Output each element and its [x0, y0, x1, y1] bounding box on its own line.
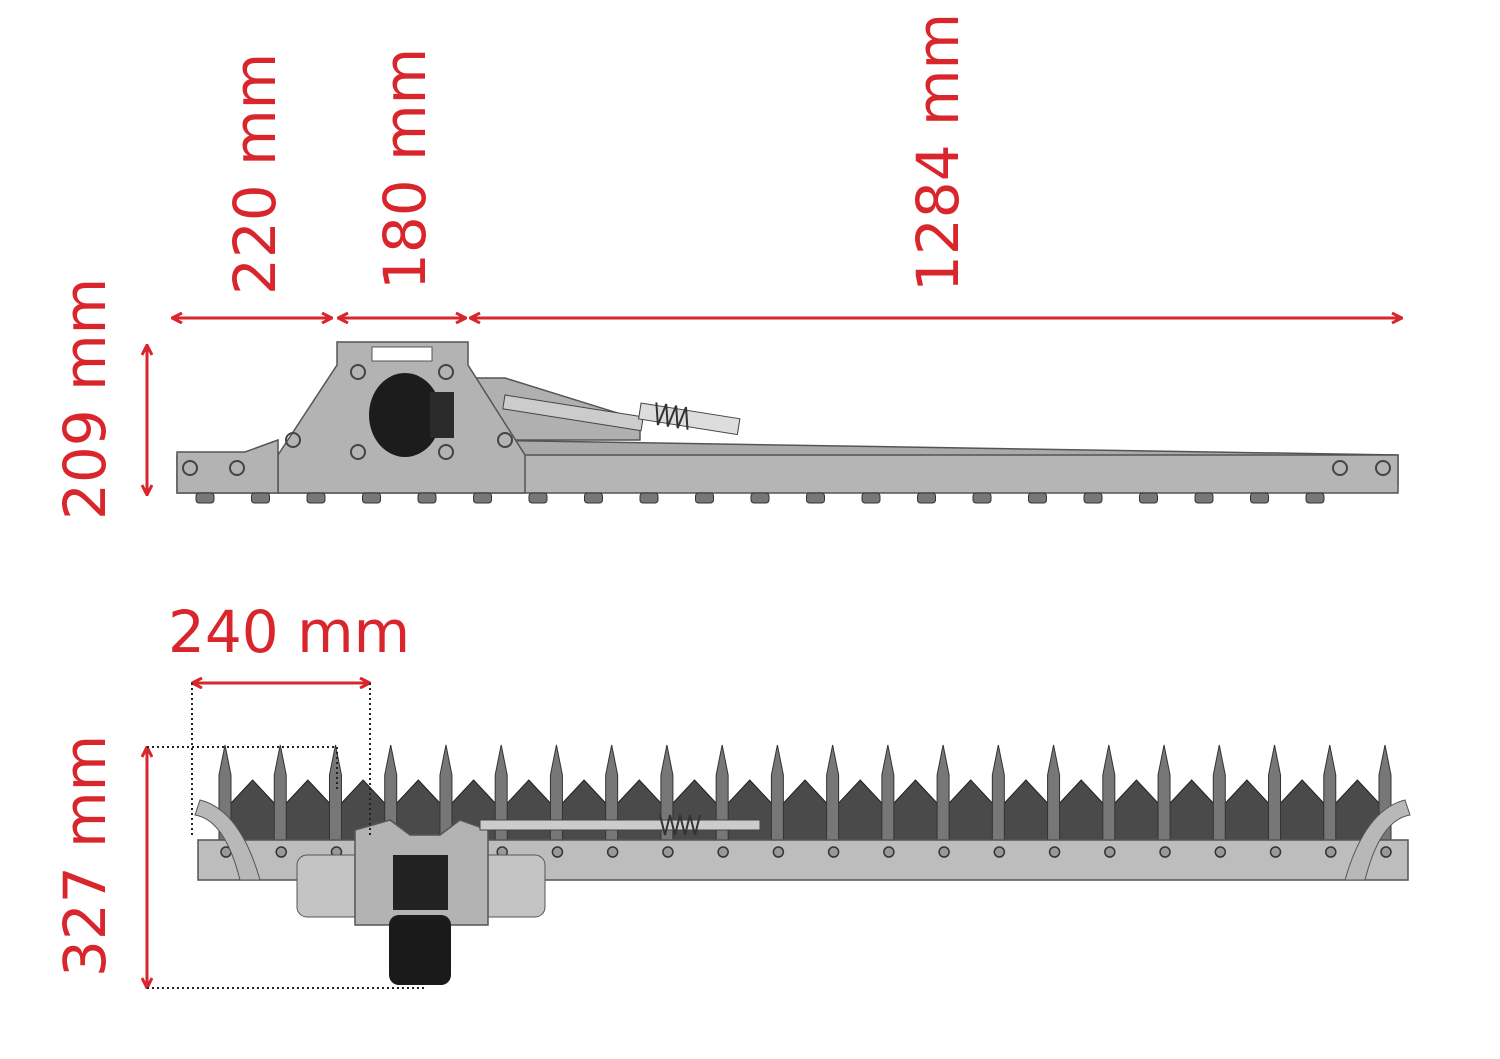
knife-blade [610, 779, 668, 841]
bolt-icon [362, 492, 381, 504]
knife-blade [776, 779, 834, 841]
hole-icon [350, 364, 366, 380]
bolt-icon [806, 492, 825, 504]
guard-tooth [1323, 744, 1337, 846]
guard-tooth [1268, 744, 1282, 846]
hole-icon [350, 444, 366, 460]
dimension-lines: 220 mm 180 mm 1284 mm 209 mm 327 mm 240 … [51, 13, 1402, 989]
bolt-icon [1139, 492, 1158, 504]
bolt-icon [1214, 846, 1227, 858]
dim-label-327: 327 mm [51, 735, 119, 977]
bolt-icon [750, 492, 770, 504]
bolt-icon [1028, 492, 1047, 504]
knife-blade [279, 779, 337, 841]
bolt-icon [917, 492, 936, 504]
hole-icon [1375, 460, 1391, 476]
bolt-icon [1159, 846, 1171, 858]
drive-motor-icon [389, 915, 451, 985]
bolt-icon [1380, 846, 1392, 858]
bolt-icon [695, 492, 714, 504]
knife-blade [1273, 779, 1331, 841]
knife-blade [500, 779, 558, 841]
hole-icon [182, 460, 198, 476]
guard-tooth [991, 744, 1005, 846]
dim-label-209: 209 mm [51, 278, 119, 520]
bolt-icon [1305, 492, 1325, 504]
end-guard-left [194, 799, 261, 881]
bolt-icon [972, 492, 992, 504]
guard-tooth [273, 744, 287, 846]
bolt-icon [639, 492, 659, 504]
hole-icon [438, 444, 454, 460]
knife-blade [997, 779, 1055, 841]
bolt-icon [195, 492, 215, 504]
bolt-icon [1250, 492, 1269, 504]
bolt-icon [528, 492, 548, 504]
guard-tooth [770, 744, 784, 846]
bottom-view-drawing [194, 744, 1411, 985]
bolt-icon [993, 846, 1006, 858]
mount-extension [176, 438, 279, 494]
bolt-icon [551, 846, 564, 858]
top-view-drawing [176, 341, 1399, 504]
guard-tooth [826, 744, 840, 846]
bolt-icon [772, 846, 785, 858]
bolt-icon [717, 846, 729, 858]
bolt-icon [1104, 846, 1116, 858]
bolt-icon [1048, 846, 1061, 858]
hole-icon [1332, 460, 1348, 476]
tension-rod [502, 394, 644, 432]
guard-tooth [881, 744, 895, 846]
bolt-icon [417, 492, 437, 504]
bolt-icon [1269, 846, 1282, 858]
bolt-icon [306, 492, 326, 504]
knife-blade [555, 779, 613, 841]
bolt-icon [827, 846, 840, 858]
guard-tooth [328, 744, 342, 846]
guard-tooth [1102, 744, 1116, 846]
bolt-icon [1325, 846, 1337, 858]
bolt-icon [861, 492, 881, 504]
hole-icon [497, 432, 513, 448]
knife-blade [942, 779, 1000, 841]
guard-tooth [936, 744, 950, 846]
guard-tooth [1157, 744, 1171, 846]
hole-icon [285, 432, 301, 448]
guard-tooth [1212, 744, 1226, 846]
dim-label-1284: 1284 mm [904, 13, 972, 292]
end-guard-right [1344, 799, 1411, 881]
bolt-icon [275, 846, 287, 858]
bolt-icon [251, 492, 270, 504]
knife-blade [831, 779, 889, 841]
guard-tooth [1047, 744, 1061, 846]
knife-blade [1163, 779, 1221, 841]
dim-label-220: 220 mm [221, 53, 289, 295]
tension-rod-bottom [479, 819, 761, 831]
bolt-icon [1083, 492, 1103, 504]
hole-icon [229, 460, 245, 476]
bolt-icon [1194, 492, 1214, 504]
bolt-icon [473, 492, 492, 504]
dim-label-180: 180 mm [371, 48, 439, 290]
bolt-icon [606, 846, 619, 858]
knife-blade [886, 779, 944, 841]
hydraulic-motor-icon [369, 373, 441, 457]
spring-icon [638, 402, 741, 436]
bolt-icon [584, 492, 603, 504]
bolt-icon [938, 846, 950, 858]
knife-blade [1218, 779, 1276, 841]
hole-icon [438, 364, 454, 380]
bolt-icon [883, 846, 895, 858]
dim-label-240: 240 mm [168, 598, 410, 666]
knife-blade [1107, 779, 1165, 841]
knife-blade [721, 779, 779, 841]
knife-blade [1052, 779, 1110, 841]
bolt-icon [662, 846, 674, 858]
